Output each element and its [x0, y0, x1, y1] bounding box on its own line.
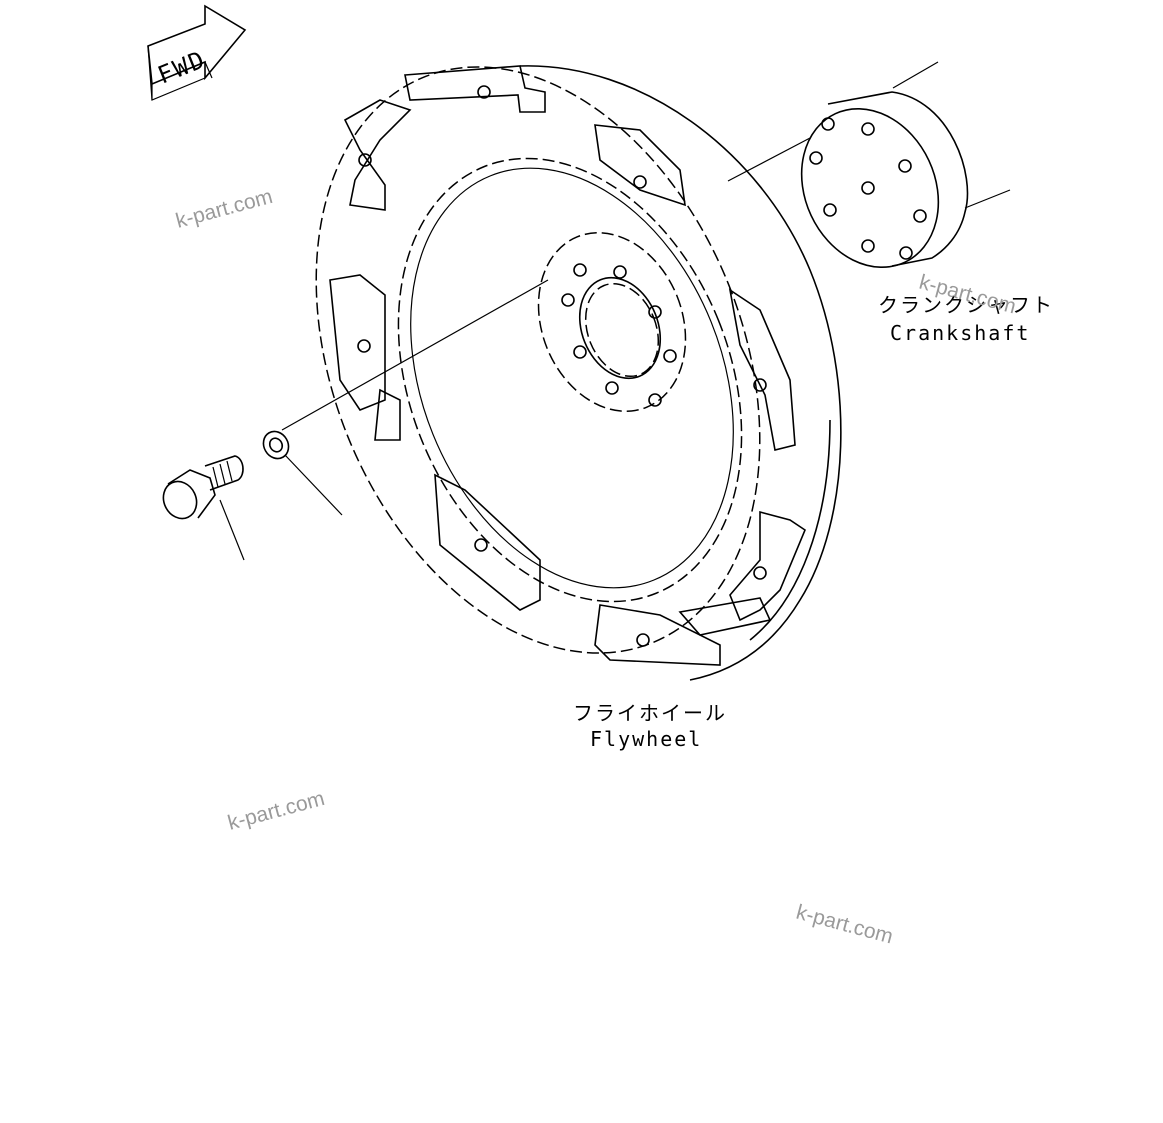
flywheel-rim-segments: [329, 65, 806, 666]
fwd-label: FWD: [154, 45, 210, 89]
crankshaft-bolt-holes: [809, 117, 927, 260]
crankshaft-label-en: Crankshaft: [890, 321, 1030, 345]
watermark: k-part.com: [225, 787, 327, 835]
washer: [262, 430, 343, 516]
flywheel-label-ja: フライホイール: [573, 701, 727, 725]
flywheel: [281, 65, 842, 681]
watermark: k-part.com: [173, 185, 275, 233]
flywheel-label: フライホイール Flywheel: [573, 701, 727, 751]
crankshaft-label: クランクシャフト Crankshaft: [878, 293, 1054, 345]
flywheel-label-en: Flywheel: [590, 727, 702, 751]
crankshaft: [727, 61, 1011, 269]
flywheel-hub-bolt-holes: [561, 263, 677, 407]
crankshaft-label-ja: クランクシャフト: [878, 293, 1054, 317]
bolt: [162, 455, 245, 561]
fwd-arrow-icon: FWD: [147, 4, 247, 101]
watermark: k-part.com: [794, 901, 896, 949]
